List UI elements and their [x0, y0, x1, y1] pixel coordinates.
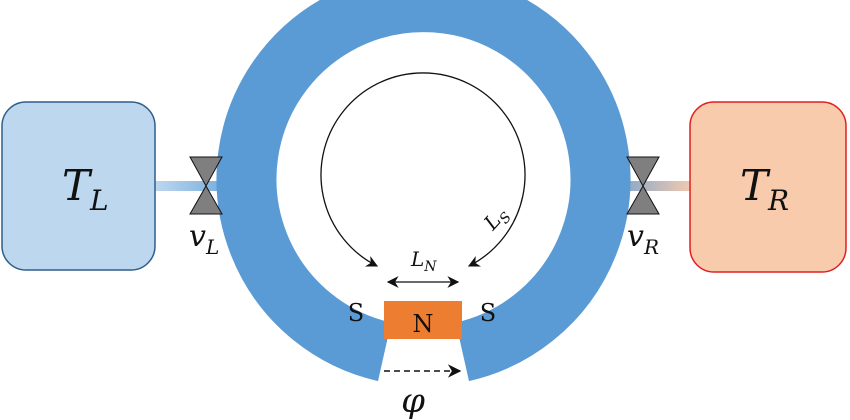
left-lead: [155, 181, 255, 191]
super-length-label: LS: [478, 201, 515, 237]
right-contact-label: vR: [627, 219, 659, 259]
left-reservoir-label: TL: [62, 161, 109, 217]
right-reservoir-box: [689, 101, 847, 273]
left-contact-label: vL: [189, 219, 219, 259]
left-valve-icon: [189, 156, 223, 215]
normal-segment: [384, 301, 462, 339]
normal-segment-label: N: [413, 310, 434, 338]
phase-label: φ: [401, 381, 425, 420]
left-reservoir-box: [1, 101, 156, 271]
right-valve-icon: [626, 156, 660, 215]
superconducting-ring: [216, 0, 631, 382]
right-lead: [595, 181, 695, 191]
right-reservoir-label: TR: [740, 161, 789, 217]
normal-length-label: LN: [410, 247, 437, 275]
superconductor-right-label: S: [480, 299, 496, 327]
super-length-arrow: [320, 72, 526, 267]
superconductor-left-label: S: [348, 299, 364, 327]
